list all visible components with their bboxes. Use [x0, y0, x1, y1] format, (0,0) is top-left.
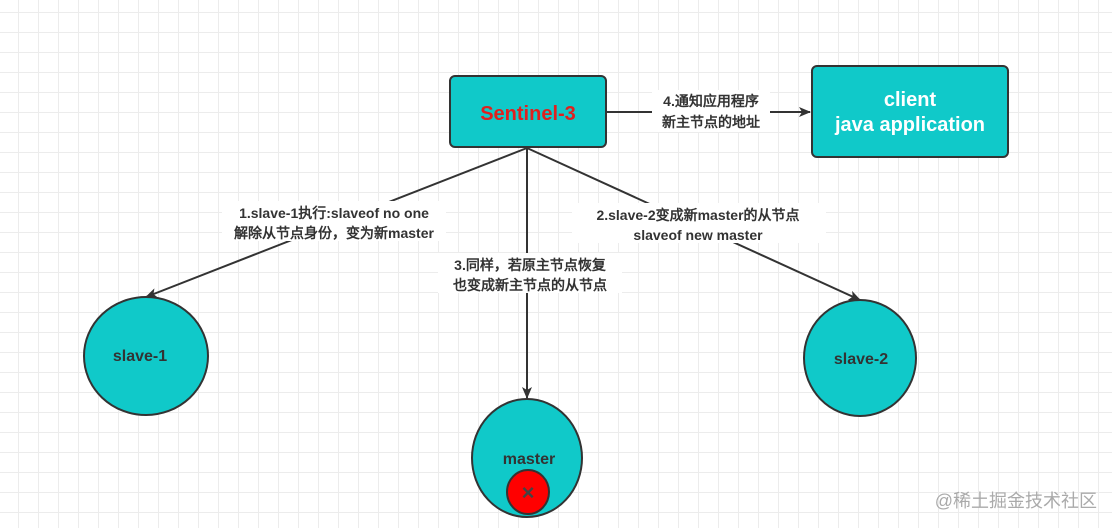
client-node[interactable] [811, 65, 1009, 158]
slave1-node[interactable] [83, 296, 209, 416]
failed-marker [506, 469, 550, 515]
sentinel-node[interactable] [449, 75, 607, 148]
master-label: master [503, 451, 555, 468]
slave1-edge-label-line2: 解除从节点身份，变为新master [234, 225, 434, 241]
sentinel-label: Sentinel-3 [480, 103, 576, 125]
notify-label-line2: 新主节点的地址 [662, 114, 760, 130]
slave2-label: slave-2 [834, 351, 888, 368]
master-edge-label-line2: 也变成新主节点的从节点 [453, 277, 607, 293]
close-icon: × [522, 480, 535, 505]
client-label-line1: client [884, 89, 937, 111]
slave2-edge-label-line1: 2.slave-2变成新master的从节点 [596, 207, 799, 223]
slave1-label: slave-1 [113, 348, 167, 365]
client-label-line2: java application [834, 114, 985, 136]
slave2-edge-label-line2: slaveof new master [633, 227, 763, 243]
master-node[interactable] [471, 398, 583, 518]
watermark: @稀土掘金技术社区 [935, 491, 1097, 511]
master-edge-label-line1: 3.同样，若原主节点恢复 [454, 257, 607, 273]
slave2-node[interactable] [803, 299, 917, 417]
notify-label-line1: 4.通知应用程序 [663, 93, 759, 109]
slave1-edge-label-line1: 1.slave-1执行:slaveof no one [239, 205, 429, 221]
